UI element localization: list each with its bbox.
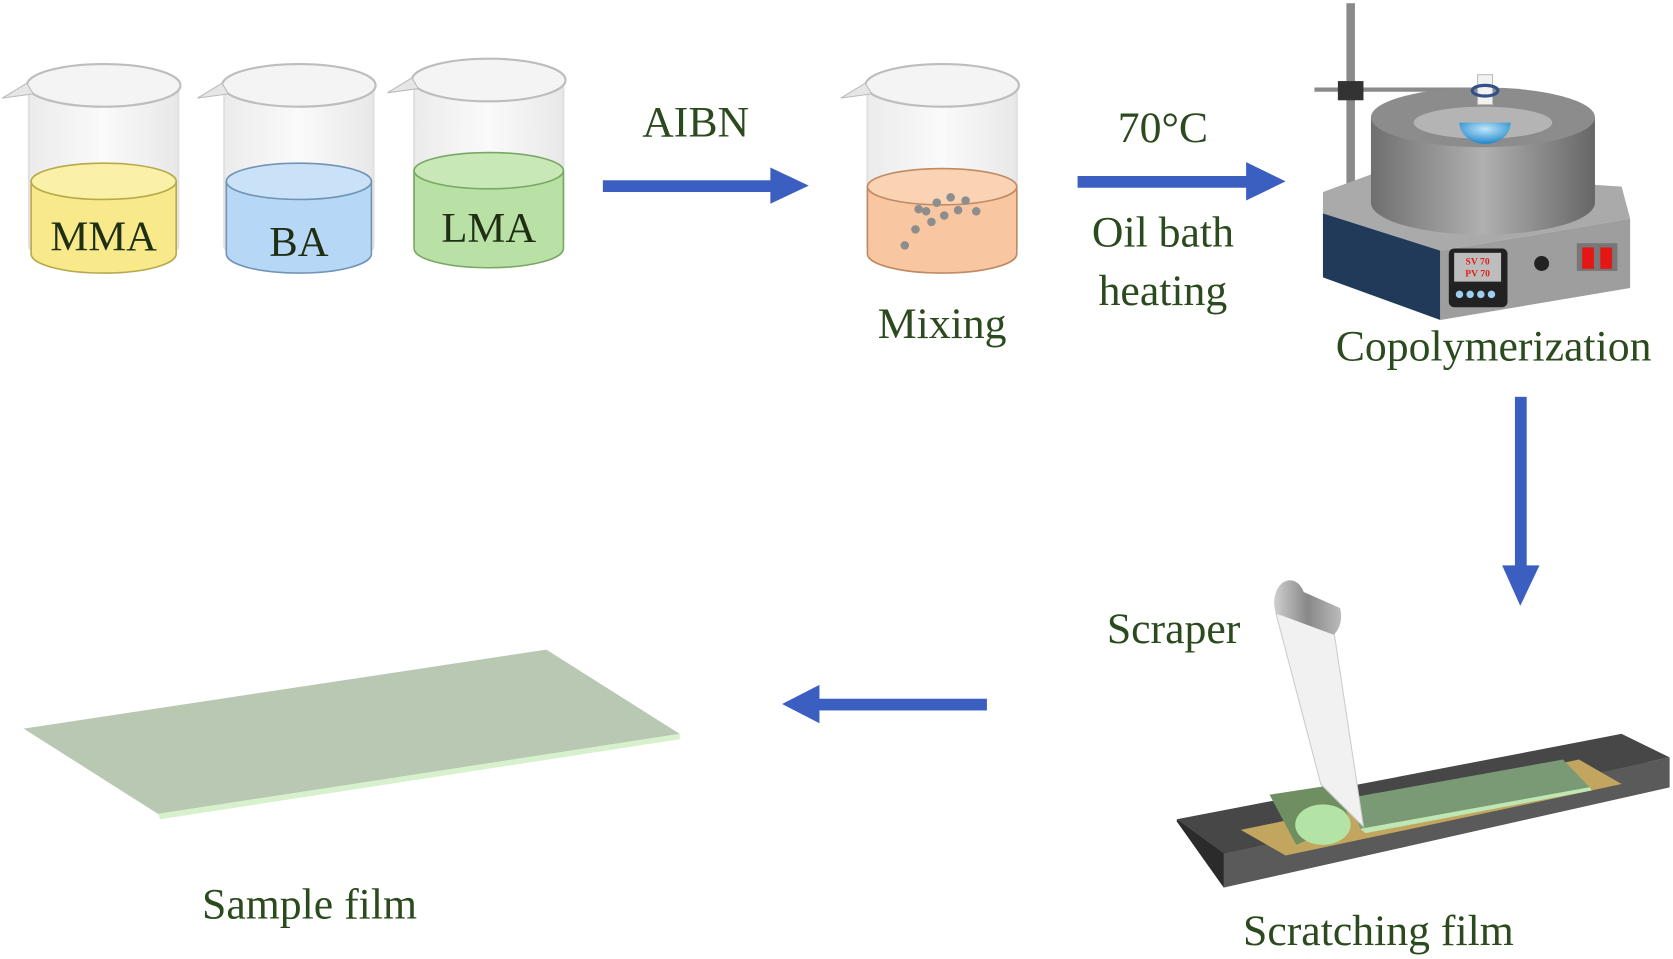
label-heating: heating — [1099, 267, 1228, 315]
display-sv: SV 70 — [1466, 257, 1490, 268]
oil-bath-heater-illustration: SV 70 PV 70 — [1314, 3, 1631, 321]
arrow-to-heating — [1077, 162, 1286, 201]
label-oil-bath: Oil bath — [1092, 208, 1234, 256]
film-applicator-illustration — [1176, 580, 1670, 888]
beaker-ba: BA — [196, 62, 377, 274]
label-lma: LMA — [441, 205, 536, 252]
label-mma: MMA — [50, 214, 157, 261]
label-scraper: Scraper — [1107, 605, 1241, 653]
label-scratching-film: Scratching film — [1243, 907, 1514, 955]
beaker-mixing — [839, 62, 1020, 274]
display-pv: PV 70 — [1465, 268, 1490, 279]
liquid-mma — [30, 180, 177, 274]
label-sample-film: Sample film — [202, 880, 417, 928]
liquid-ba — [225, 180, 373, 274]
particles — [900, 193, 981, 250]
label-aibn: AIBN — [642, 99, 749, 147]
arrow-to-scratching — [1502, 396, 1540, 606]
arrow-to-sample — [782, 684, 987, 724]
label-copolymerization: Copolymerization — [1336, 323, 1652, 371]
label-ba: BA — [269, 219, 328, 266]
knob — [1534, 256, 1550, 271]
label-mixing: Mixing — [878, 300, 1007, 348]
beaker-mma: MMA — [1, 62, 182, 274]
arrow-to-mixing — [602, 167, 809, 204]
label-temperature: 70°C — [1118, 104, 1208, 152]
liquid-lma — [413, 169, 565, 269]
beaker-lma: LMA — [386, 57, 567, 269]
sample-film-illustration — [23, 649, 680, 820]
